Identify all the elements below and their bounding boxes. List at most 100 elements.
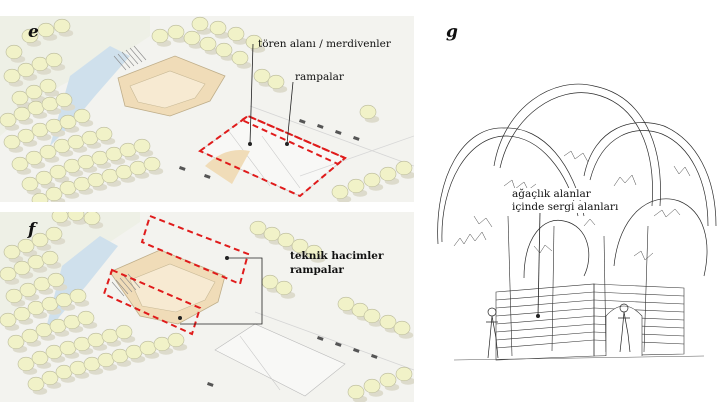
leader-line-g: [537, 211, 541, 317]
tree: [261, 274, 279, 290]
tree-canopy: [0, 16, 414, 202]
tree: [95, 126, 113, 142]
tree: [59, 180, 77, 196]
tree: [337, 296, 355, 312]
tree: [0, 266, 17, 282]
tree: [73, 108, 91, 124]
stair-steps: [111, 273, 141, 297]
branch-texture: [453, 150, 691, 261]
tree: [0, 112, 17, 128]
tree: [31, 192, 49, 202]
tree: [167, 24, 185, 40]
tree: [111, 348, 129, 364]
panel-f: f teknik hacimler rampalar: [0, 212, 414, 402]
tree: [363, 308, 381, 324]
tree: [199, 36, 217, 52]
panel-letter-f: f: [28, 220, 36, 240]
human-figures: [486, 303, 631, 359]
leader-line-1: [249, 43, 254, 145]
tree: [41, 370, 59, 386]
tree: [101, 328, 119, 344]
panel-e: e tören alanı / merdivenler rampalar: [0, 16, 414, 202]
tree: [13, 306, 31, 322]
tree: [129, 160, 147, 176]
tree: [27, 376, 45, 392]
tree: [13, 260, 31, 276]
tree: [45, 52, 63, 68]
label-wooded-areas: ağaçlık alanlar: [512, 188, 591, 200]
road-edge-2: [299, 135, 414, 177]
tree: [47, 272, 65, 288]
tree: [143, 156, 161, 172]
tree: [45, 226, 63, 242]
tree: [291, 238, 309, 254]
tree: [305, 244, 323, 260]
tree: [5, 288, 23, 304]
tree: [3, 134, 21, 150]
site-plan-e: [0, 16, 414, 202]
tree: [45, 118, 63, 134]
tree: [53, 138, 71, 154]
tree: [183, 30, 201, 46]
leader-dot-1: [248, 142, 252, 146]
tree: [41, 296, 59, 312]
tree: [77, 310, 95, 326]
tree: [31, 122, 49, 138]
tree: [21, 176, 39, 192]
tree: [249, 220, 267, 236]
tree: [133, 138, 151, 154]
tree: [11, 156, 29, 172]
road-edge: [254, 311, 414, 371]
tree: [3, 68, 21, 84]
ground-line: [453, 355, 705, 361]
tree: [379, 166, 397, 182]
tree: [347, 178, 365, 194]
tree: [191, 16, 209, 32]
tree: [277, 232, 295, 248]
tree: [153, 336, 171, 352]
tree: [63, 314, 81, 330]
tree: [17, 238, 35, 254]
tree: [39, 78, 57, 94]
amphitheater-roof: [129, 263, 216, 313]
tree: [227, 26, 245, 42]
tree: [21, 328, 39, 344]
road-edge: [249, 105, 414, 167]
tree: [167, 332, 185, 348]
tree: [81, 130, 99, 146]
tree: [27, 300, 45, 316]
amphitheater-roof: [129, 70, 206, 109]
tree: [31, 350, 49, 366]
plaza-line: [239, 335, 281, 391]
leader-dot-2: [285, 142, 289, 146]
tree: [41, 96, 59, 112]
tree: [231, 50, 249, 66]
tree: [31, 56, 49, 72]
tree: [21, 28, 39, 44]
tree: [17, 356, 35, 372]
tree: [25, 150, 43, 166]
leader-line-2: [286, 81, 294, 145]
tree: [215, 42, 233, 58]
tree: [115, 164, 133, 180]
tree: [393, 320, 411, 336]
tree: [395, 366, 413, 382]
tree-canopy-arches: [437, 83, 717, 279]
tree: [83, 356, 101, 372]
tree: [35, 170, 53, 186]
water-strip: [44, 236, 118, 336]
label-ramps-f: rampalar: [290, 264, 344, 276]
tree: [347, 384, 365, 400]
leader-line-3: [180, 257, 263, 325]
tree: [35, 322, 53, 338]
tree: [77, 154, 95, 170]
tree: [31, 232, 49, 248]
tree: [53, 18, 71, 34]
tree: [125, 344, 143, 360]
label-ceremony-area: tören alanı / merdivenler: [258, 38, 391, 50]
tree: [67, 212, 85, 222]
tree: [267, 74, 285, 90]
site-plan-f: [0, 212, 414, 402]
tree: [73, 336, 91, 352]
tree: [69, 360, 87, 376]
